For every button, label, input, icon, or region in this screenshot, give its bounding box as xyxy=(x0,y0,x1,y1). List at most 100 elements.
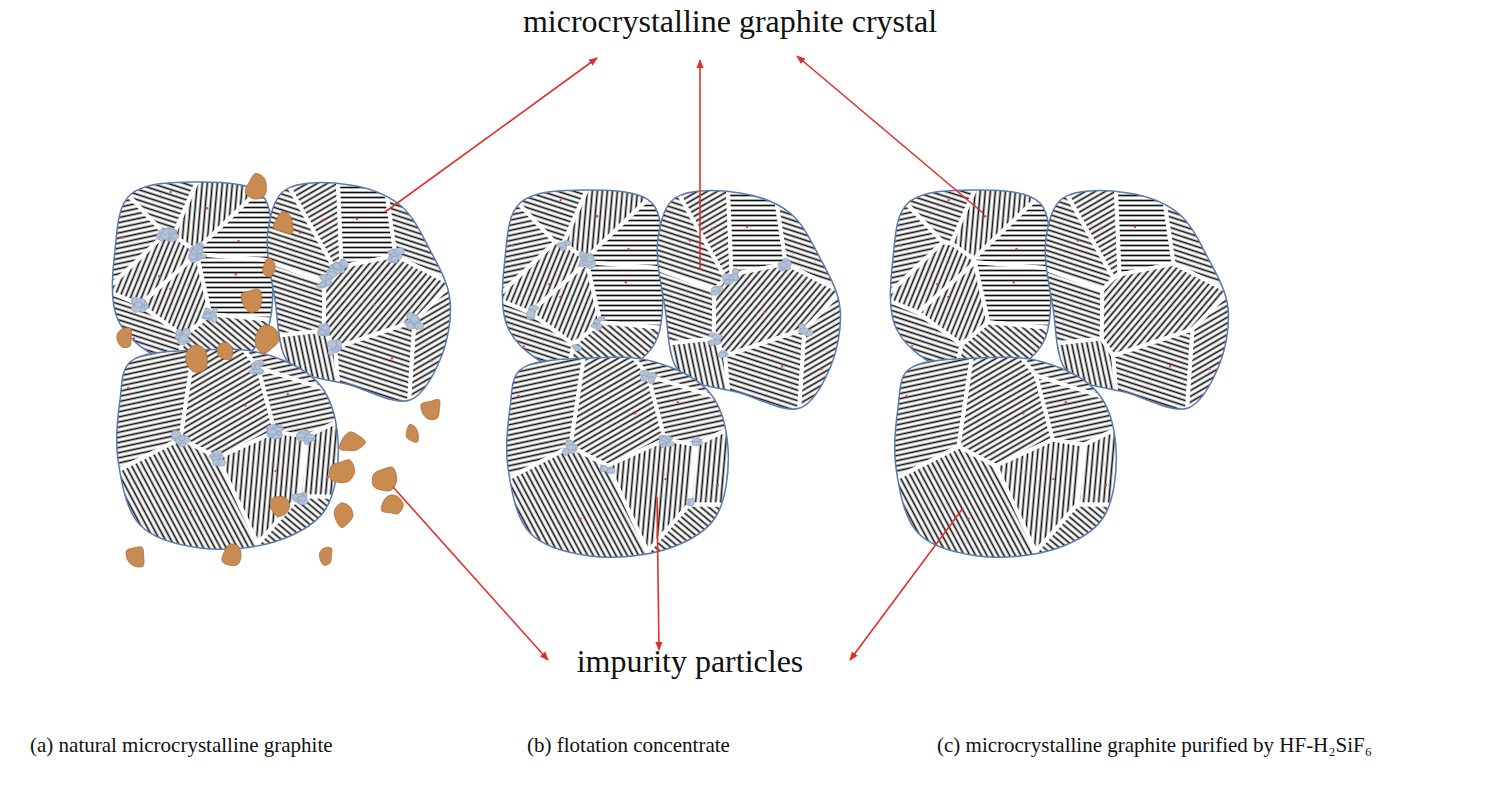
crystal-dot xyxy=(634,412,636,414)
crystal-dot xyxy=(781,365,783,367)
panel-caption: (c) microcrystalline graphite purified b… xyxy=(937,733,1372,758)
impurity-dot xyxy=(327,340,336,348)
crystal-dot xyxy=(391,357,393,359)
impurity-dot xyxy=(557,242,566,247)
crystal-dot xyxy=(235,273,237,275)
crystal-dot xyxy=(1052,478,1054,480)
microcrystal-domain xyxy=(1102,264,1229,356)
impurity-dot xyxy=(586,255,594,262)
impurity-dot xyxy=(709,340,716,346)
impurity-particle xyxy=(117,328,132,348)
crystal-dot xyxy=(1065,401,1067,403)
impurity-particle xyxy=(273,212,293,234)
impurity-dot xyxy=(724,280,730,284)
impurity-dot xyxy=(189,254,197,259)
crystal-dot xyxy=(321,219,323,221)
impurity-dot xyxy=(781,262,787,268)
crystal-dot xyxy=(746,226,748,228)
crystal-dot xyxy=(1013,281,1015,283)
impurity-dot xyxy=(305,434,314,442)
impurity-dot xyxy=(326,279,332,286)
particle-outline xyxy=(895,357,1117,557)
impurity-dot xyxy=(268,429,276,435)
impurity-dot xyxy=(318,330,325,334)
graphite-panel xyxy=(501,186,844,560)
impurity-particle xyxy=(245,173,266,199)
impurity-dot xyxy=(328,349,334,355)
crystal-dot xyxy=(1104,523,1106,525)
impurity-dot xyxy=(710,291,719,295)
impurity-dot xyxy=(718,352,726,358)
impurity-particle xyxy=(334,503,353,528)
impurity-dot xyxy=(395,248,404,255)
microcrystal-domain xyxy=(324,256,451,348)
crystal-dot xyxy=(121,236,123,238)
impurity-particle xyxy=(319,547,332,565)
crystal-dot xyxy=(373,303,375,305)
impurity-dot xyxy=(388,250,394,255)
particle-outline xyxy=(117,349,339,549)
impurity-particle xyxy=(255,325,279,353)
crystal-dot xyxy=(625,281,627,283)
crystal-dot xyxy=(763,311,765,313)
crystal-dot xyxy=(511,244,513,246)
impurity-dot xyxy=(333,263,340,269)
crystal-dot xyxy=(811,216,813,218)
crystal-dot xyxy=(430,360,432,362)
microcrystal-domain xyxy=(111,178,165,285)
crystal-dot xyxy=(169,288,171,290)
microcrystal-domain xyxy=(114,439,258,552)
graphite-panel xyxy=(111,178,454,552)
particle-outline xyxy=(112,182,272,367)
leader-lines xyxy=(385,56,983,660)
microcrystal-domain xyxy=(1042,189,1113,290)
crystal-dot xyxy=(1134,226,1136,228)
impurity-dot xyxy=(320,282,326,287)
crystal-dot xyxy=(1022,412,1024,414)
crystal-dot xyxy=(559,199,561,201)
impurity-dot xyxy=(197,249,203,253)
microcrystal-domain xyxy=(892,447,1036,560)
microcrystal-domain xyxy=(197,254,276,320)
impurity-particle xyxy=(406,424,418,442)
impurity-dot xyxy=(689,498,694,506)
impurity-dot xyxy=(713,334,723,339)
crystal-dot xyxy=(1105,484,1107,486)
particle-outline xyxy=(507,357,729,557)
callout-label: impurity particles xyxy=(577,642,804,680)
impurity-dot xyxy=(305,434,314,439)
impurity-dot xyxy=(179,436,185,441)
impurity-dot xyxy=(298,496,306,501)
crystal-dot xyxy=(206,207,208,209)
leader-arrow xyxy=(699,60,701,270)
impurity-dot xyxy=(648,376,655,383)
impurity-dot xyxy=(415,323,424,330)
impurity-dot xyxy=(197,246,202,254)
crystal-dot xyxy=(559,296,561,298)
crystal-dot xyxy=(627,248,629,250)
impurity-dot xyxy=(597,317,604,321)
crystal-dot xyxy=(717,484,719,486)
microcrystal-domain xyxy=(728,189,786,275)
microcrystal-group xyxy=(501,186,666,377)
crystal-dot xyxy=(356,218,358,220)
impurity-dot xyxy=(411,315,419,323)
crystal-dot xyxy=(1094,358,1096,360)
impurity-dot xyxy=(172,234,179,240)
crystal-dot xyxy=(327,476,329,478)
crystal-dot xyxy=(189,509,191,511)
crystal-dot xyxy=(287,393,289,395)
impurity-dot xyxy=(600,466,608,471)
impurity-cluster xyxy=(526,241,605,352)
microcrystal-domain xyxy=(587,262,666,328)
impurity-particle xyxy=(126,547,144,567)
impurity-dot xyxy=(563,448,569,455)
callout-label: microcrystalline graphite crystal xyxy=(523,2,937,40)
crystal-dot xyxy=(244,404,246,406)
impurity-particle xyxy=(241,289,262,312)
crystal-dot xyxy=(947,199,949,201)
impurity-dot xyxy=(204,313,211,318)
impurity-cluster xyxy=(709,258,813,358)
crystal-dot xyxy=(677,401,679,403)
